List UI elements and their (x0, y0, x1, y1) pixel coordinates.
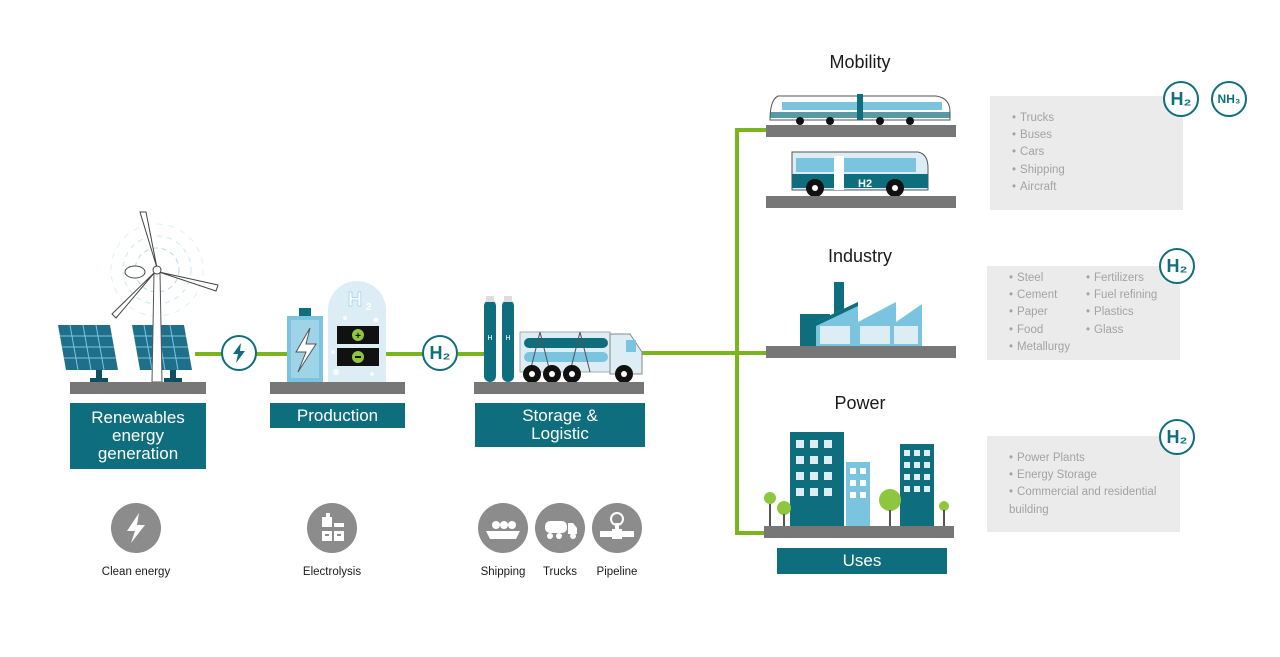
factory-icon (800, 282, 922, 346)
green-pipeline (195, 128, 790, 535)
solar-panel-icon (58, 324, 118, 382)
city-buildings-icon (764, 432, 949, 526)
power-uses-list: Power Plants Energy Storage Commercial a… (1009, 450, 1169, 519)
industry-title: Industry (827, 246, 893, 266)
electrolyser-icon: H 2 + (287, 281, 386, 382)
list-item: Fuel refining (1086, 287, 1157, 304)
list-item: Plastics (1086, 304, 1157, 321)
energy-connector-icon (221, 335, 257, 371)
pipeline-icon (592, 503, 642, 553)
svg-text:H: H (505, 335, 510, 342)
list-item: Power Plants (1009, 450, 1169, 467)
list-item: Fertilizers (1086, 270, 1157, 287)
industry-uses-list-1: Steel Cement Paper Food Metallurgy (1009, 270, 1070, 356)
h2-connector-badge: H₂ (422, 335, 458, 371)
pipeline-caption: Pipeline (596, 566, 638, 578)
mobility-nh3-badge: NH₃ (1211, 81, 1247, 117)
renewables-stage-box: Renewables energy generation (70, 403, 206, 469)
svg-text:H: H (487, 335, 492, 342)
svg-text:H: H (348, 289, 362, 311)
list-item: Aircraft (1012, 179, 1065, 196)
list-item: Trucks (1012, 110, 1065, 127)
mobility-bus-platform (766, 196, 956, 208)
production-platform (270, 382, 405, 394)
mobility-h2-badge: H₂ (1163, 81, 1199, 117)
storage-platform (474, 382, 644, 394)
power-title: Power (834, 393, 886, 413)
industry-uses-list-2: Fertilizers Fuel refining Plastics Glass (1086, 270, 1157, 339)
industry-uses-box: Steel Cement Paper Food Metallurgy Ferti… (987, 266, 1180, 360)
mobility-uses-list: Trucks Buses Cars Shipping Aircraft (1012, 110, 1065, 196)
clean-energy-caption: Clean energy (101, 566, 171, 578)
power-uses-box: Power Plants Energy Storage Commercial a… (987, 436, 1180, 532)
list-item: Buses (1012, 127, 1065, 144)
hydrogen-truck-icon (519, 331, 643, 383)
gas-cylinders-icon: H H (484, 296, 514, 382)
industry-platform (766, 346, 956, 358)
mobility-uses-box: Trucks Buses Cars Shipping Aircraft (990, 96, 1183, 210)
list-item: Commercial and residential building (1009, 484, 1169, 518)
svg-text:2: 2 (366, 302, 372, 313)
list-item: Metallurgy (1009, 339, 1070, 356)
industry-h2-badge: H₂ (1159, 248, 1195, 284)
svg-text:+: + (355, 331, 361, 342)
clean-energy-icon (111, 503, 161, 553)
list-item: Food (1009, 322, 1070, 339)
list-item: Steel (1009, 270, 1070, 287)
train-icon (769, 94, 951, 125)
list-item: Shipping (1012, 162, 1065, 179)
list-item: Energy Storage (1009, 467, 1169, 484)
mobility-train-platform (766, 125, 956, 137)
bus-icon: H2 (791, 151, 929, 197)
production-stage-box: Production (270, 403, 405, 428)
power-platform (764, 526, 954, 538)
power-h2-badge: H₂ (1159, 419, 1195, 455)
wind-turbine-icon (110, 211, 219, 383)
renewables-platform (70, 382, 206, 394)
shipping-caption: Shipping (480, 566, 526, 578)
uses-stage-box: Uses (777, 548, 947, 574)
trucks-icon (535, 503, 585, 553)
list-item: Glass (1086, 322, 1157, 339)
mobility-title: Mobility (829, 52, 891, 72)
list-item: Paper (1009, 304, 1070, 321)
trucks-caption: Trucks (542, 566, 578, 578)
storage-stage-box: Storage & Logistic (475, 403, 645, 447)
shipping-icon (478, 503, 528, 553)
electrolysis-icon (307, 503, 357, 553)
list-item: Cars (1012, 144, 1065, 161)
lightning-icon (233, 343, 245, 363)
list-item: Cement (1009, 287, 1070, 304)
electrolysis-caption: Electrolysis (302, 566, 362, 578)
svg-text:H2: H2 (858, 178, 872, 190)
